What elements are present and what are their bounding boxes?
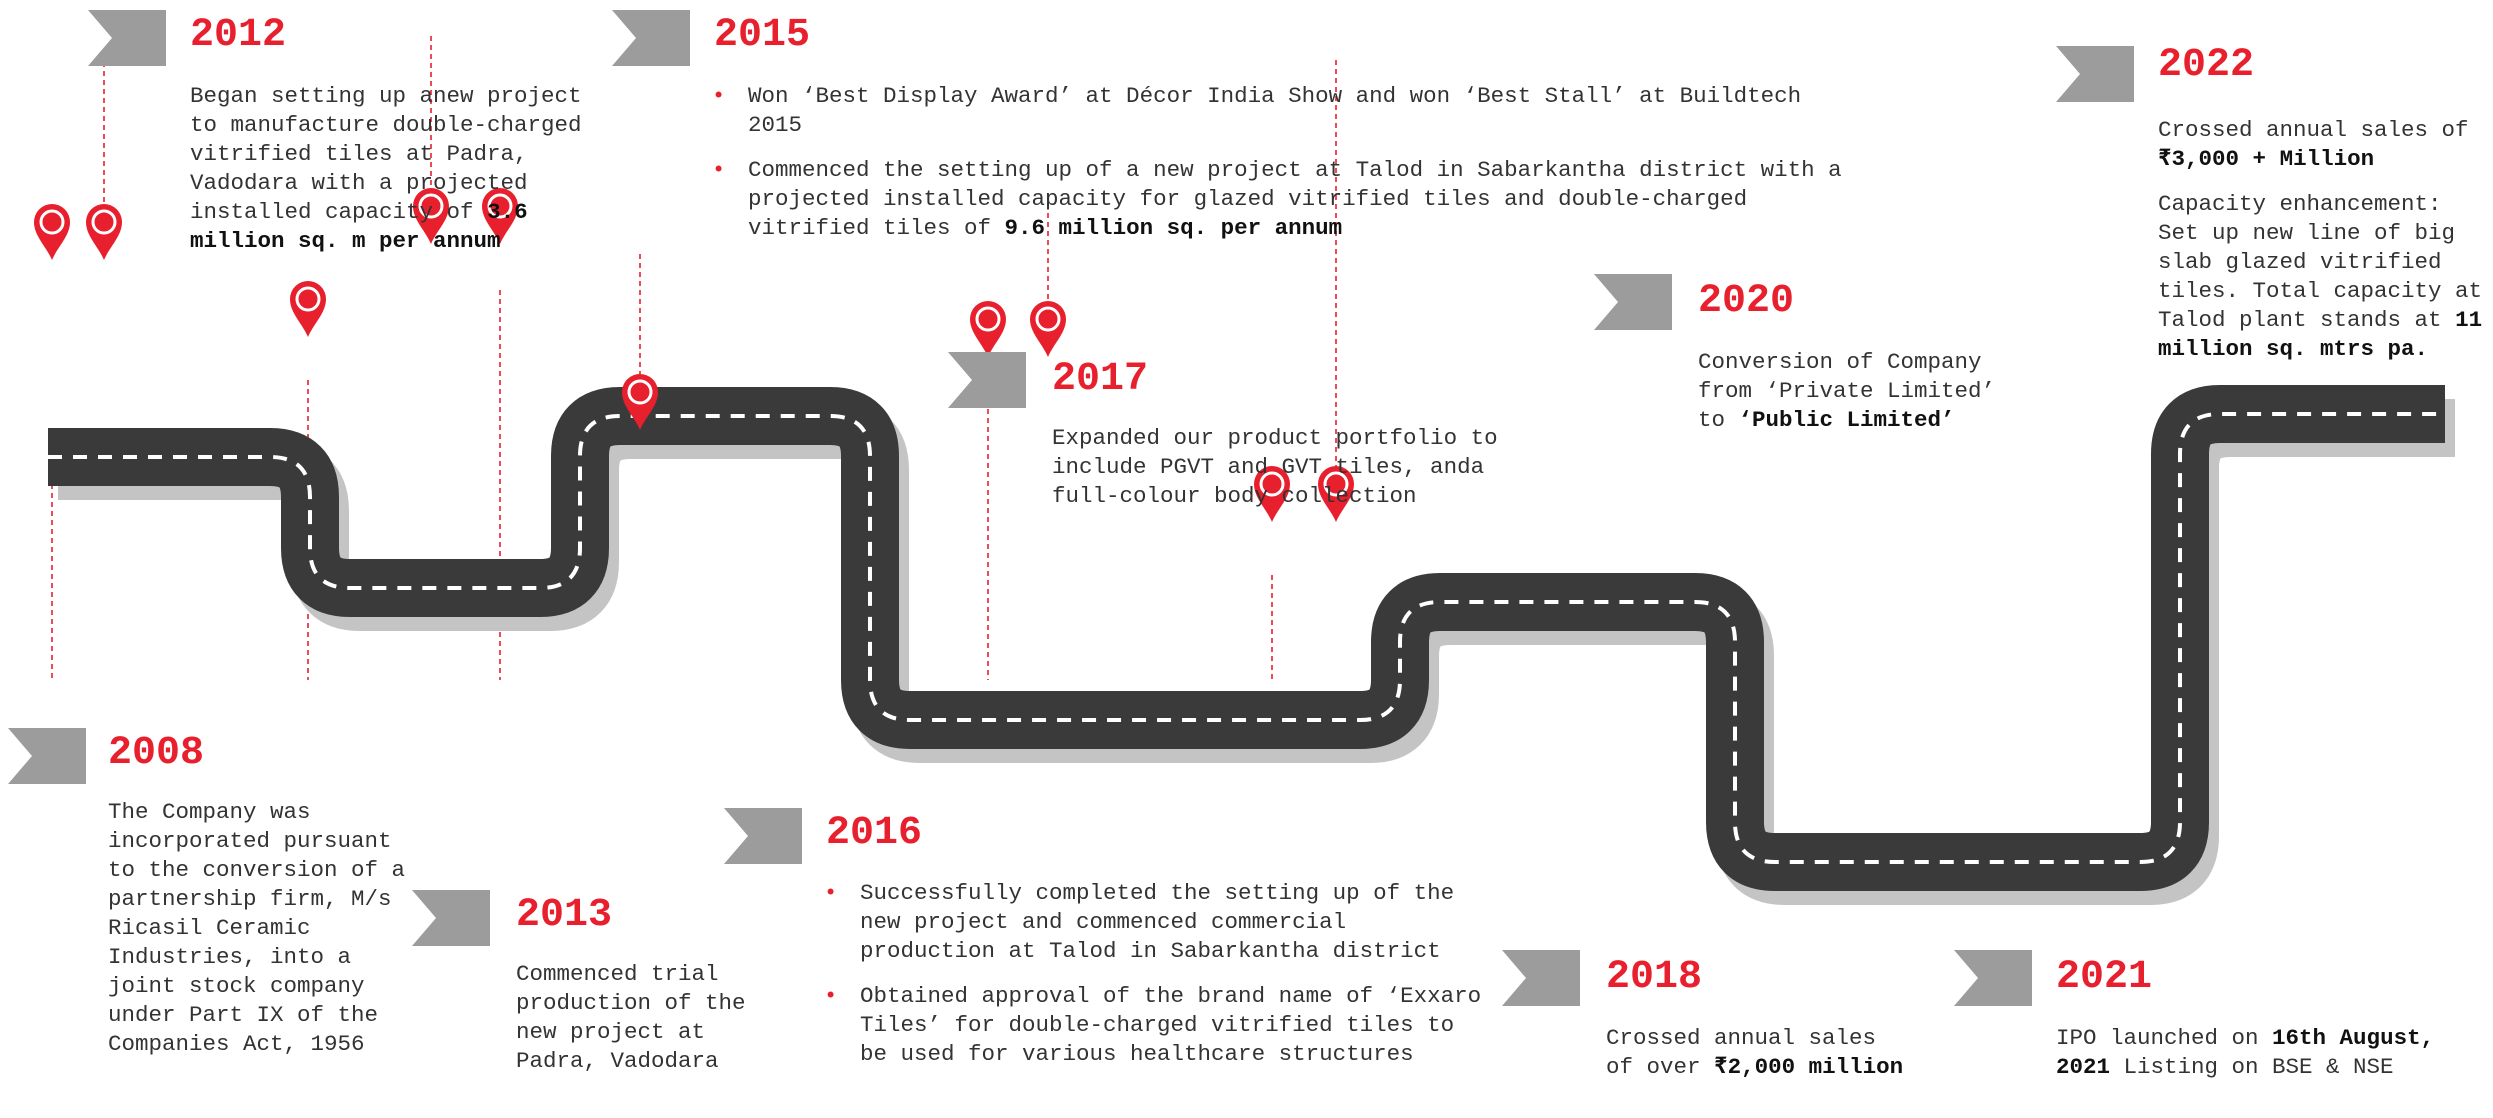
bullet-text: Successfully completed the setting up of… (860, 880, 1454, 964)
event-2018: 2018 Crossed annual sales of over ₹2,000… (1502, 950, 1942, 1117)
text-run: Won ‘Best Display Award’ at Décor India … (748, 83, 1802, 138)
emphasis-text: ₹2,000 million (1714, 1054, 1904, 1080)
event-description: Crossed annual sales of over ₹2,000 mill… (1606, 1024, 1916, 1082)
text-run: Conversion of Company from ‘Private Limi… (1698, 349, 1996, 433)
bullet-item: • Commenced the setting up of a new proje… (712, 156, 1852, 243)
map-pin-icon (1254, 466, 1290, 522)
flag-banner-icon (8, 728, 86, 784)
text-run: Capacity enhancement: Set up new line of… (2158, 191, 2483, 333)
emphasis-text: 16th August, 2021 (2056, 1025, 2435, 1080)
map-pin-icon (290, 281, 326, 337)
event-description: Expanded our product portfolio to includ… (1052, 424, 1542, 511)
map-markers (34, 188, 1354, 522)
flag-banner-icon (724, 808, 802, 864)
bullet-item: • Obtained approval of the brand name of … (824, 982, 1484, 1069)
text-run: Obtained approval of the brand name of ‘… (860, 983, 1482, 1067)
event-description: Commenced trial production of the new pr… (516, 960, 756, 1076)
map-pin-icon (1030, 301, 1066, 357)
text-run: Listing on BSE & NSE (2110, 1054, 2394, 1080)
event-description-sales: Crossed annual sales of ₹3,000 + Million (2158, 116, 2493, 174)
year-label: 2008 (108, 731, 205, 776)
flag-banner-icon (1954, 950, 2032, 1006)
map-pin-icon (86, 204, 122, 260)
year-label: 2016 (826, 811, 923, 856)
text-run: Crossed annual sales of over (1606, 1025, 1877, 1080)
emphasis-text: ‘Public Limited’ (1738, 407, 1955, 433)
text-run: Expanded our product portfolio to includ… (1052, 425, 1498, 509)
event-description-capacity: Capacity enhancement: Set up new line of… (2158, 190, 2493, 364)
event-description: Began setting up anew project to manufac… (190, 82, 620, 256)
year-label: 2022 (2158, 43, 2255, 88)
bullet-item: • Successfully completed the setting up o… (824, 879, 1484, 966)
bullet-text: Won ‘Best Display Award’ at Décor India … (748, 83, 1801, 138)
event-description: Conversion of Company from ‘Private Limi… (1698, 348, 2028, 435)
emphasis-text: 3.6 million sq. m per annum (190, 199, 528, 254)
map-pin-icon (970, 301, 1006, 357)
event-2021: 2021 IPO launched on 16th August, 2021 L… (1954, 950, 2474, 1117)
event-bullets: • Successfully completed the setting up o… (824, 879, 1484, 1085)
year-label: 2020 (1698, 279, 1795, 324)
event-2013: 2013 Commenced trial production of the n… (412, 890, 752, 1110)
event-description: The Company was incorporated pursuant to… (108, 798, 408, 1059)
year-label: 2018 (1606, 955, 1703, 1000)
emphasis-text: ₹3,000 + Million (2158, 146, 2375, 172)
bullet-text: Commenced the setting up of a new projec… (748, 157, 1842, 241)
year-label: 2015 (714, 13, 811, 58)
text-run: Crossed annual sales of (2158, 117, 2469, 143)
bullet-item: • Won ‘Best Display Award’ at Décor India… (712, 82, 1852, 140)
flag-banner-icon (88, 10, 166, 66)
flag-banner-icon (412, 890, 490, 946)
event-2008: 2008 The Company was incorporated pursua… (8, 728, 428, 1088)
event-2015: 2015 • Won ‘Best Display Award’ at Décor … (612, 10, 1852, 250)
map-pin-icon (622, 374, 658, 430)
emphasis-text: 9.6 million sq. per annum (1004, 215, 1343, 241)
event-description: Crossed annual sales of ₹3,000 + Million… (2158, 116, 2493, 364)
text-run: Began setting up anew project to manufac… (190, 83, 582, 225)
flag-banner-icon (612, 10, 690, 66)
bullet-text: Obtained approval of the brand name of ‘… (860, 983, 1481, 1067)
bullet-icon: • (824, 881, 838, 906)
event-2022: 2022 Crossed annual sales of ₹3,000 + Mi… (2056, 46, 2493, 426)
year-label: 2013 (516, 893, 613, 938)
map-pin-icon (1318, 466, 1354, 522)
flag-banner-icon (1502, 950, 1580, 1006)
bullet-icon: • (712, 158, 726, 183)
text-run: Commenced the setting up of a new projec… (748, 157, 1842, 241)
text-run: Commenced trial production of the new pr… (516, 961, 746, 1074)
flag-banner-icon (2056, 46, 2134, 102)
event-bullets: • Won ‘Best Display Award’ at Décor India… (712, 82, 1852, 259)
flag-banner-icon (1594, 274, 1672, 330)
event-description: IPO launched on 16th August, 2021 Listin… (2056, 1024, 2466, 1082)
flag-banner-icon (948, 352, 1026, 408)
map-pin-icon (482, 188, 518, 244)
event-2020: 2020 Conversion of Company from ‘Private… (1594, 274, 2054, 444)
event-2016: 2016 • Successfully completed the setting… (724, 808, 1484, 1118)
emphasis-text: 11 million sq. mtrs pa. (2158, 307, 2483, 362)
event-2012: 2012 Began setting up anew project to ma… (88, 10, 628, 270)
text-run: IPO launched on (2056, 1025, 2273, 1051)
text-run: The Company was incorporated pursuant to… (108, 799, 406, 1057)
road-center-dashes (48, 412, 2445, 864)
year-label: 2017 (1052, 357, 1149, 402)
map-pin-icon (413, 188, 449, 244)
year-label: 2021 (2056, 955, 2153, 1000)
map-pin-icon (34, 204, 70, 260)
bullet-icon: • (824, 984, 838, 1009)
event-2017: 2017 Expanded our product portfolio to i… (948, 352, 1548, 522)
bullet-icon: • (712, 84, 726, 109)
text-run: Successfully completed the setting up of… (860, 880, 1455, 964)
year-label: 2012 (190, 13, 287, 58)
